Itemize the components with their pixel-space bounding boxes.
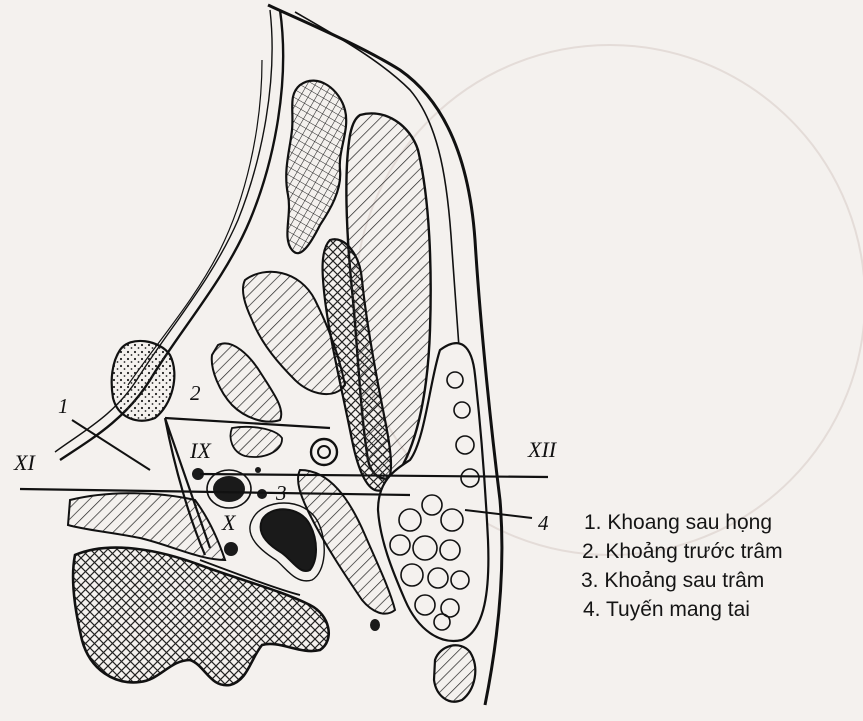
label-2: 2 bbox=[190, 381, 201, 405]
carotid-artery-shape bbox=[311, 439, 337, 465]
small-vessel-dot bbox=[370, 619, 380, 631]
legend-item: 3. Khoảng sau trâm bbox=[581, 566, 783, 595]
label-x: X bbox=[221, 510, 237, 535]
label-1: 1 bbox=[58, 394, 69, 418]
legend-item: 1. Khoang sau họng bbox=[584, 508, 783, 537]
label-ix: IX bbox=[189, 438, 212, 463]
nerve-x-dot bbox=[224, 542, 238, 556]
tonsil-shape bbox=[112, 341, 175, 421]
label-xi: XI bbox=[13, 450, 36, 475]
label-4: 4 bbox=[538, 511, 549, 535]
jugular-vein-shape bbox=[213, 476, 245, 502]
mastoid-knob-shape bbox=[434, 645, 475, 701]
pharyngeal-wall-line-3 bbox=[128, 60, 262, 385]
upper-gland-shape bbox=[286, 81, 346, 254]
small-rounded-shape bbox=[231, 427, 283, 457]
vertebra-shape bbox=[73, 548, 329, 686]
styloid-muscle-shape bbox=[212, 343, 282, 421]
label-xii: XII bbox=[527, 437, 558, 462]
space-3-dot bbox=[257, 489, 267, 499]
legend-list: 1. Khoang sau họng 2. Khoảng trước trâm … bbox=[584, 508, 783, 624]
dark-kidney-shape bbox=[261, 509, 316, 571]
legend-item: 4. Tuyến mang tai bbox=[583, 595, 783, 624]
small-dot bbox=[255, 467, 261, 473]
legend-item: 2. Khoảng trước trâm bbox=[582, 537, 783, 566]
label-3: 3 bbox=[275, 481, 287, 505]
